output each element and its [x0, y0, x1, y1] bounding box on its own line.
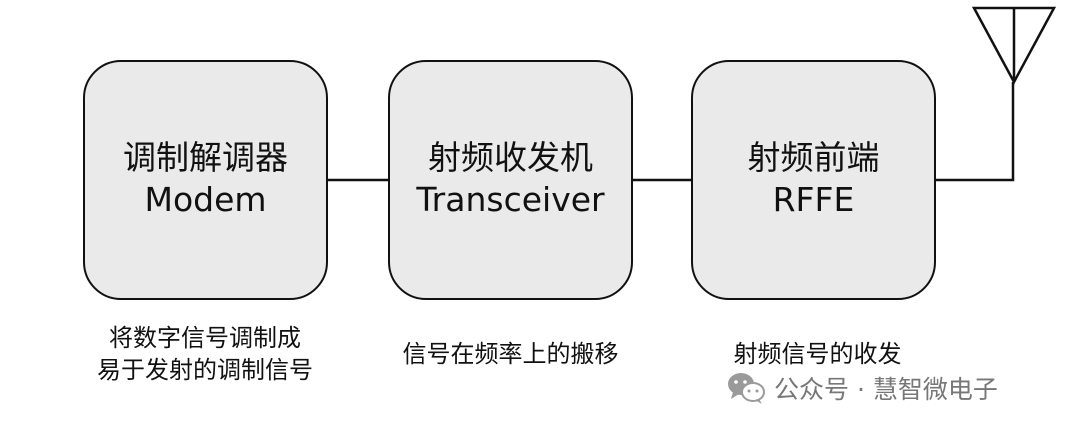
modem-subtitle: Modem [144, 180, 267, 219]
modem-block: 调制解调器 Modem [83, 60, 328, 300]
rffe-caption: 射频信号的收发 [700, 338, 935, 370]
watermark-text: 公众号 · 慧智微电子 [774, 375, 998, 404]
transceiver-caption: 信号在频率上的搬移 [378, 338, 643, 370]
antenna-icon [971, 6, 1057, 85]
transceiver-title: 射频收发机 [428, 138, 593, 177]
transceiver-caption-line-1: 信号在频率上的搬移 [402, 340, 619, 368]
rffe-title: 射频前端 [747, 138, 880, 177]
transceiver-block: 射频收发机 Transceiver [388, 60, 633, 300]
rffe-block: 射频前端 RFFE [691, 60, 936, 300]
modem-caption-line-2: 易于发射的调制信号 [97, 356, 313, 384]
modem-caption-line-1: 将数字信号调制成 [109, 324, 301, 352]
rffe-subtitle: RFFE [772, 180, 855, 219]
modem-caption: 将数字信号调制成 易于发射的调制信号 [80, 322, 330, 386]
watermark: 公众号 · 慧智微电子 [726, 370, 998, 406]
modem-title: 调制解调器 [123, 138, 288, 177]
wechat-icon [728, 373, 765, 404]
rffe-caption-line-1: 射频信号的收发 [733, 340, 902, 368]
connector-rffe-antenna [935, 82, 1015, 182]
transceiver-subtitle: Transceiver [416, 180, 605, 219]
